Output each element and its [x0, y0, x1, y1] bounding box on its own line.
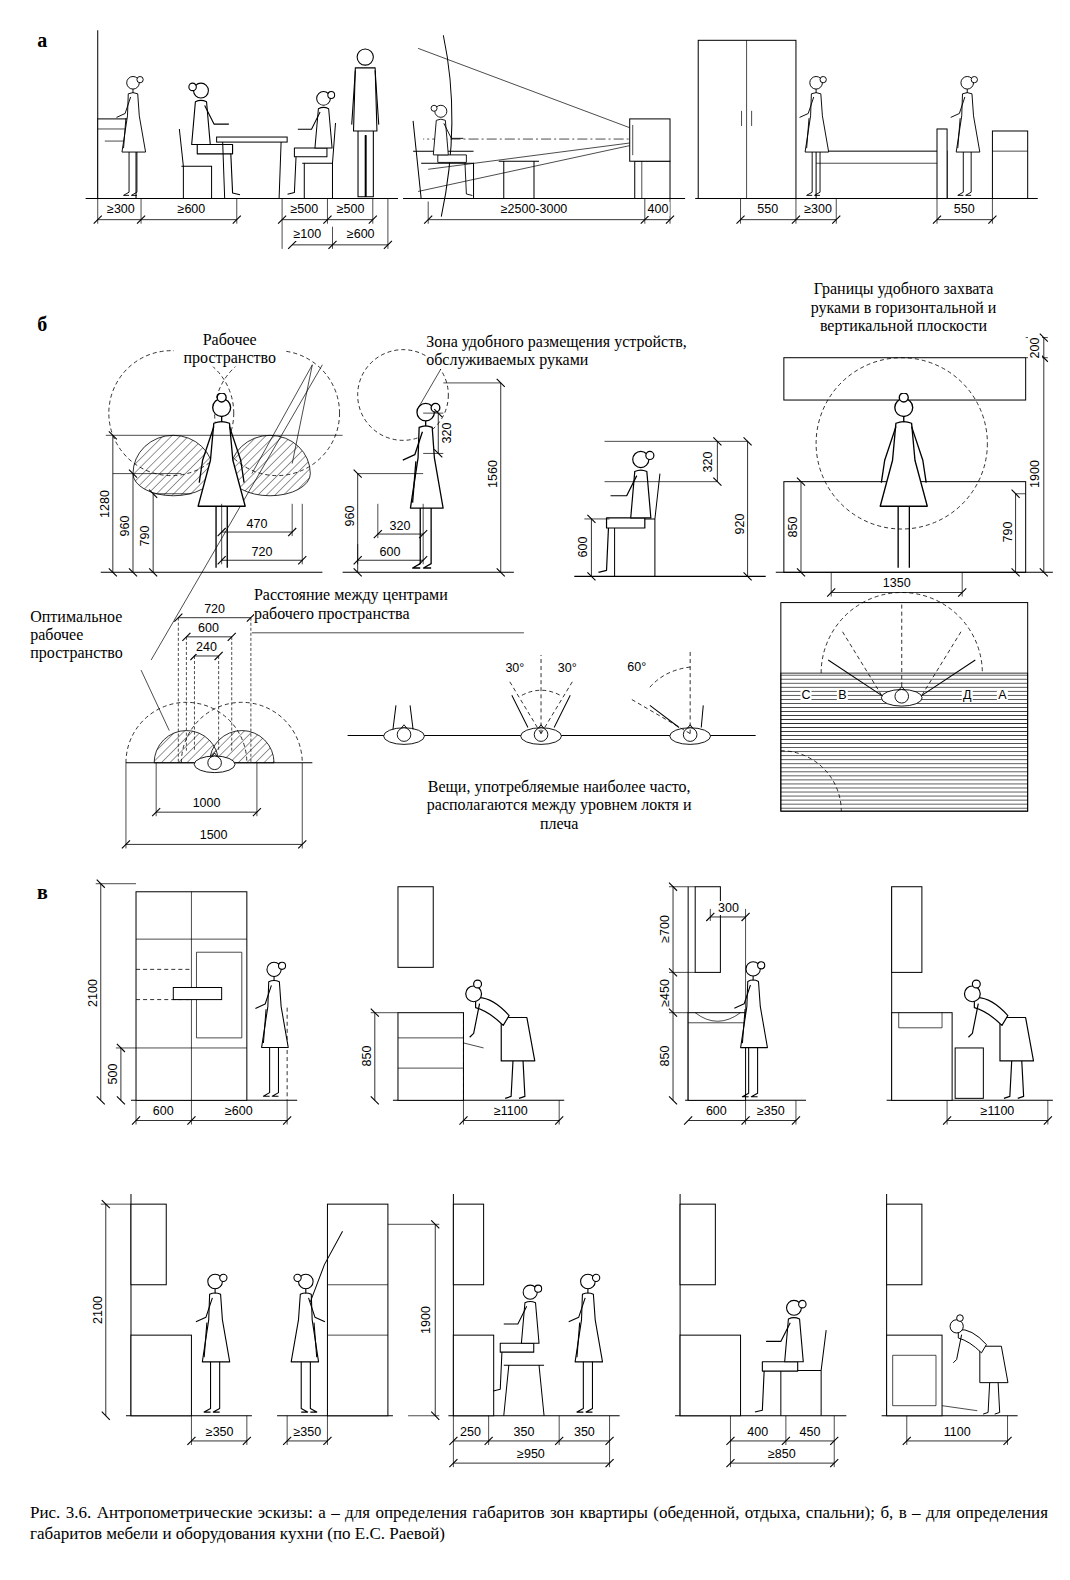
dimension-label: 320 — [389, 519, 412, 533]
dimension-label: 550 — [756, 202, 779, 216]
dimension-label: ≥350 — [205, 1425, 235, 1439]
dimension-label: ≥1100 — [980, 1104, 1016, 1118]
annotation-text: Границы удобного захвата руками в горизо… — [801, 280, 1006, 335]
dimension-label: 400 — [646, 202, 669, 216]
dimension-label: 320 — [440, 422, 454, 445]
dimension-label: ≥350 — [292, 1425, 322, 1439]
dimension-label: 500 — [106, 1063, 120, 1086]
dimension-label: А — [997, 688, 1007, 702]
dimension-label: ≥350 — [756, 1104, 786, 1118]
dimension-label: 1000 — [192, 796, 222, 810]
dimension-label: ≥600 — [224, 1104, 254, 1118]
dimension-label: ≥700 — [658, 914, 672, 944]
dimension-label: 1350 — [882, 576, 912, 590]
dimension-label: 30° — [557, 661, 578, 675]
dimension-label: 600 — [576, 536, 590, 559]
dimension-label: ≥600 — [346, 227, 376, 241]
dimension-label: ≥300 — [106, 202, 136, 216]
dimension-label: 240 — [195, 640, 218, 654]
dimension-label: 960 — [118, 515, 132, 538]
dimension-label: ≥1100 — [493, 1104, 529, 1118]
dimension-label: 920 — [733, 513, 747, 536]
figure-caption: Рис. 3.6. Антропометрические эскизы: а –… — [30, 1502, 1048, 1545]
dimension-label: 600 — [705, 1104, 728, 1118]
dimension-label: ≥300 — [803, 202, 833, 216]
dimension-label: 1280 — [98, 489, 112, 519]
dimension-label: 400 — [746, 1425, 769, 1439]
dimension-label: 790 — [1001, 521, 1015, 544]
dimension-label: 720 — [251, 545, 274, 559]
dimension-label: 300 — [717, 901, 740, 915]
annotation-text: Расстояние между центрами рабочего прост… — [254, 586, 469, 623]
dimension-label: 790 — [138, 525, 152, 548]
dimension-label: 960 — [343, 504, 357, 527]
annotation-text: Вещи, употребляемые наиболее часто, расп… — [423, 778, 695, 833]
dimension-label: 450 — [799, 1425, 822, 1439]
dimension-label: ≥500 — [289, 202, 319, 216]
dimension-label: 60° — [626, 660, 647, 674]
dimension-label: 1500 — [199, 828, 229, 842]
dimension-label: 600 — [152, 1104, 175, 1118]
panel-letter: в — [37, 880, 48, 903]
dimension-label: 350 — [512, 1425, 535, 1439]
dimension-label: 550 — [953, 202, 976, 216]
panel-letter: б — [37, 313, 47, 336]
dimension-label: 2100 — [86, 978, 100, 1008]
dimension-label: 250 — [459, 1425, 482, 1439]
dimension-label: С — [801, 688, 812, 702]
dimension-label: ≥600 — [177, 202, 207, 216]
dimension-label: 720 — [203, 602, 226, 616]
dimension-label: 1900 — [419, 1305, 433, 1335]
dimension-label: 320 — [701, 450, 715, 473]
dimension-label: 850 — [360, 1045, 374, 1068]
dimension-label: ≥100 — [292, 227, 322, 241]
dimension-label: 850 — [658, 1045, 672, 1068]
dimension-label: 470 — [245, 517, 268, 531]
dimension-label: ≥2500-3000 — [500, 202, 569, 216]
dimension-label: 1900 — [1028, 459, 1042, 489]
panel-letter: а — [37, 29, 47, 52]
dimension-label: Д — [962, 688, 972, 702]
dimension-label: 30° — [504, 661, 525, 675]
dimension-label: ≥500 — [336, 202, 366, 216]
dimension-label: 1100 — [943, 1425, 972, 1439]
dimension-label: 2100 — [91, 1295, 105, 1325]
annotation-text: Зона удобного размещения устройств, обсл… — [426, 333, 706, 370]
dimension-label: 200 — [1028, 336, 1042, 359]
dimension-label: 600 — [378, 545, 401, 559]
annotation-text: Оптимальное рабочее пространство — [30, 608, 142, 663]
dimension-label: ≥850 — [767, 1447, 797, 1461]
dimension-label: 1560 — [486, 459, 500, 489]
dimension-label: 600 — [197, 621, 220, 635]
annotation-text: Рабочее пространство — [174, 330, 286, 367]
panel-a-sketches — [86, 30, 1038, 249]
dimension-label: 850 — [786, 516, 800, 539]
panel-v-sketches — [96, 884, 1053, 1467]
panel-b-sketches — [101, 338, 1053, 849]
dimension-label: ≥950 — [516, 1447, 546, 1461]
dimension-label: В — [837, 688, 847, 702]
dimension-label: 350 — [573, 1425, 596, 1439]
dimension-label: ≥450 — [658, 978, 672, 1008]
